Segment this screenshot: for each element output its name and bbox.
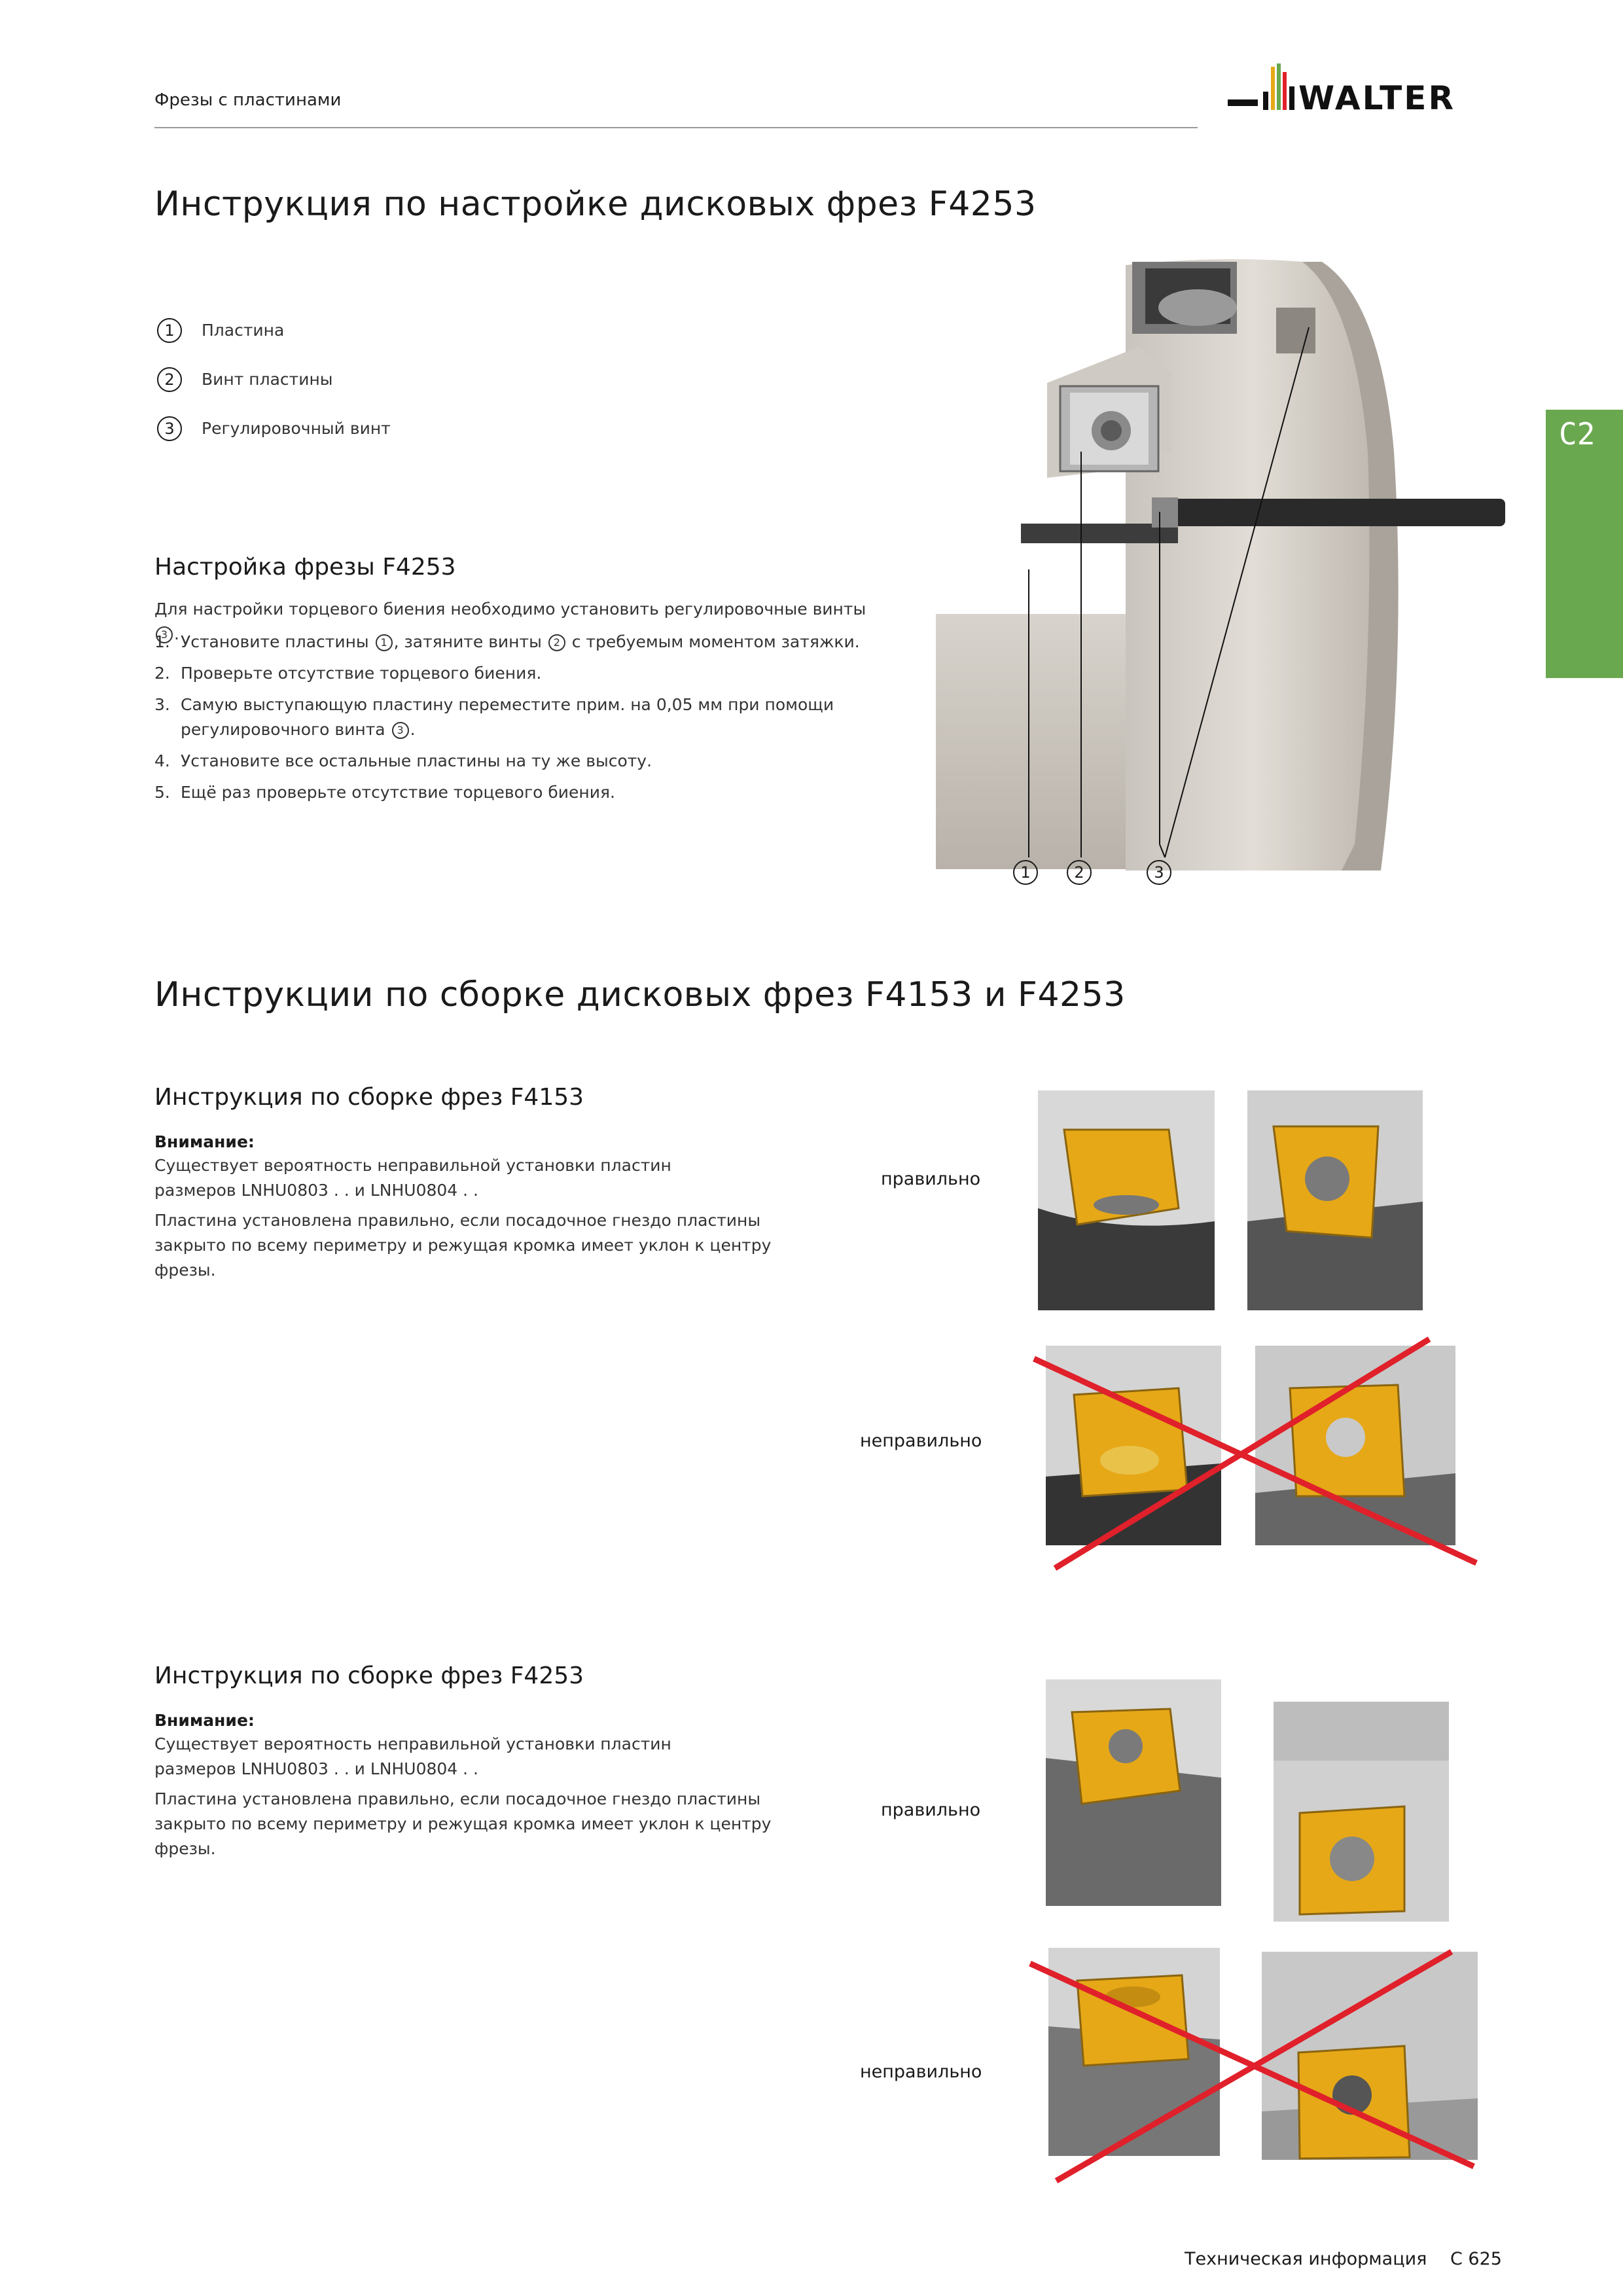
- blockA-subtitle: Инструкция по сборке фрез F4153: [154, 1084, 584, 1111]
- blockB-attention: Внимание:: [154, 1711, 255, 1730]
- blockA-wrong-photos: [1033, 1336, 1478, 1571]
- intro-text: Для настройки торцевого биения необходим…: [154, 600, 866, 619]
- footer-page-number: C 625: [1450, 2249, 1502, 2269]
- legend-item-3: 3 Регулировочный винт: [157, 412, 391, 445]
- blockB-para2: Пластина установлена правильно, если пос…: [154, 1789, 772, 1858]
- legend-num-3: 3: [157, 416, 182, 441]
- steps-list: 1. Установите пластины 1, затяните винты…: [154, 630, 874, 812]
- ref-3: 3: [391, 722, 409, 739]
- step-text: Установите пластины 1, затяните винты 2 …: [181, 632, 860, 651]
- legend-label-3: Регулировочный винт: [202, 419, 391, 438]
- blockA-para2: Пластина установлена правильно, если пос…: [154, 1211, 772, 1280]
- blockA-wrong-label: неправильно: [860, 1431, 982, 1451]
- blockB-correct-photo-2: [1274, 1702, 1449, 1922]
- legend-label-1: Пластина: [202, 321, 285, 340]
- step-text: Проверьте отсутствие торцевого биения.: [181, 664, 542, 683]
- callout-2: 2: [1067, 860, 1092, 885]
- blockB-subtitle: Инструкция по сборке фрез F4253: [154, 1662, 584, 1689]
- blockB-correct-photo-1: [1046, 1679, 1221, 1906]
- step-item: 1. Установите пластины 1, затяните винты…: [154, 630, 874, 655]
- chapter-tab: C2: [1546, 410, 1623, 678]
- header-rule: [154, 127, 1198, 128]
- blockA-correct-photo-1: [1038, 1090, 1215, 1310]
- section1-intro: Для настройки торцевого биения необходим…: [154, 600, 866, 643]
- blockB-correct-label: правильно: [881, 1800, 981, 1820]
- legend-item-2: 2 Винт пластины: [157, 363, 391, 396]
- legend-num-1: 1: [157, 318, 182, 343]
- step-item: 2. Проверьте отсутствие торцевого биения…: [154, 661, 874, 686]
- footer-section: Техническая информация: [1185, 2249, 1427, 2269]
- cross-line-2: [1053, 1336, 1431, 1571]
- step-item: 5. Ещё раз проверьте отсутствие торцевог…: [154, 780, 874, 805]
- disc-cutter-illustration: [936, 259, 1505, 870]
- logo-text: WALTER: [1298, 79, 1455, 117]
- blockB-para1: Существует вероятность неправильной уста…: [154, 1734, 671, 1778]
- step-item: 3. Самую выступающую пластину переместит…: [154, 692, 874, 742]
- step-text: Ещё раз проверьте отсутствие торцевого б…: [181, 783, 615, 802]
- legend-item-1: 1 Пластина: [157, 314, 391, 347]
- intro-ref: 3: [156, 626, 173, 643]
- step-text: Установите все остальные пластины на ту …: [181, 751, 652, 770]
- step-num: 1.: [154, 632, 170, 651]
- step-item: 4. Установите все остальные пластины на …: [154, 749, 874, 774]
- blockA-para1: Существует вероятность неправильной уста…: [154, 1156, 671, 1200]
- section1-subtitle: Настройка фрезы F4253: [154, 554, 456, 581]
- blockB-wrong-photos: [1029, 1948, 1478, 2183]
- callout-1: 1: [1013, 860, 1038, 885]
- step-text: Самую выступающую пластину переместите п…: [181, 695, 834, 739]
- header-section-title: Фрезы с пластинами: [154, 90, 342, 110]
- section1-title: Инструкция по настройке дисковых фрез F4…: [154, 185, 1037, 224]
- blockA-correct-label: правильно: [881, 1169, 981, 1189]
- ref-1: 1: [375, 634, 393, 651]
- legend-label-2: Винт пластины: [202, 370, 333, 389]
- ref-2: 2: [548, 634, 565, 651]
- cross-line-2: [1054, 1949, 1454, 2183]
- legend: 1 Пластина 2 Винт пластины 3 Регулировоч…: [157, 314, 391, 445]
- legend-num-2: 2: [157, 367, 182, 392]
- blockB-wrong-label: неправильно: [860, 2062, 982, 2082]
- callout-3: 3: [1147, 860, 1171, 885]
- blockA-correct-photo-2: [1247, 1090, 1423, 1310]
- cross-line-1: [1033, 1355, 1478, 1566]
- section2-title: Инструкции по сборке дисковых фрез F4153…: [154, 975, 1126, 1014]
- blockA-attention: Внимание:: [154, 1132, 255, 1151]
- walter-logo: WALTER: [1228, 63, 1455, 117]
